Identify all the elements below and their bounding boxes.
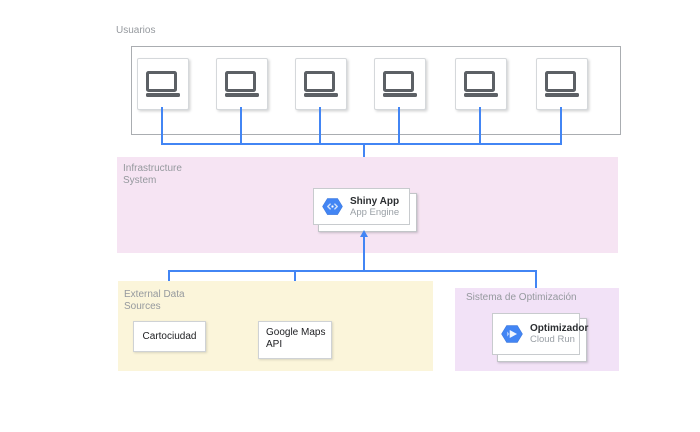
user-laptop-card <box>455 58 507 110</box>
shiny-app-subtitle: App Engine <box>350 206 400 218</box>
google-maps-api-node: Google Maps API <box>258 321 332 359</box>
connector-user-3 <box>319 107 321 144</box>
laptop-icon <box>225 71 259 97</box>
connector-user-4 <box>398 107 400 144</box>
connector-user-2 <box>240 107 242 144</box>
laptop-icon <box>304 71 338 97</box>
external-data-zone-label: External Data Sources <box>124 289 185 312</box>
shiny-app-title: Shiny App <box>350 195 400 207</box>
user-laptop-card <box>295 58 347 110</box>
shiny-app-node: Shiny App App Engine <box>313 188 410 225</box>
usuarios-zone-label: Usuarios <box>116 25 156 36</box>
cartociudad-node: Cartociudad <box>133 321 206 352</box>
optimizacion-zone-label: Sistema de Optimización <box>466 292 577 303</box>
laptop-icon <box>146 71 180 97</box>
cartociudad-label: Cartociudad <box>142 331 197 342</box>
optimizador-title: Optimizador <box>530 323 589 334</box>
user-laptop-card <box>536 58 588 110</box>
arrow-up-into-shiny <box>360 230 368 237</box>
user-laptop-card <box>216 58 268 110</box>
connector-user-6 <box>560 107 562 144</box>
laptop-icon <box>545 71 579 97</box>
usuarios-zone-box <box>131 46 621 135</box>
user-laptop-card <box>374 58 426 110</box>
cloud-run-icon <box>501 325 523 343</box>
user-laptop-card <box>137 58 189 110</box>
google-maps-api-label: Google Maps API <box>266 327 326 350</box>
users-bus-line <box>161 143 562 145</box>
connector-user-5 <box>479 107 481 144</box>
services-bus-line <box>168 270 537 272</box>
infrastructure-zone-label: Infrastructure System <box>123 163 182 186</box>
connector-bus-to-shiny <box>363 237 365 271</box>
connector-user-1 <box>161 107 163 144</box>
app-engine-icon <box>322 198 343 215</box>
optimizador-node: Optimizador Cloud Run <box>492 313 588 355</box>
laptop-icon <box>464 71 498 97</box>
laptop-icon <box>383 71 417 97</box>
optimizador-subtitle: Cloud Run <box>530 334 575 345</box>
